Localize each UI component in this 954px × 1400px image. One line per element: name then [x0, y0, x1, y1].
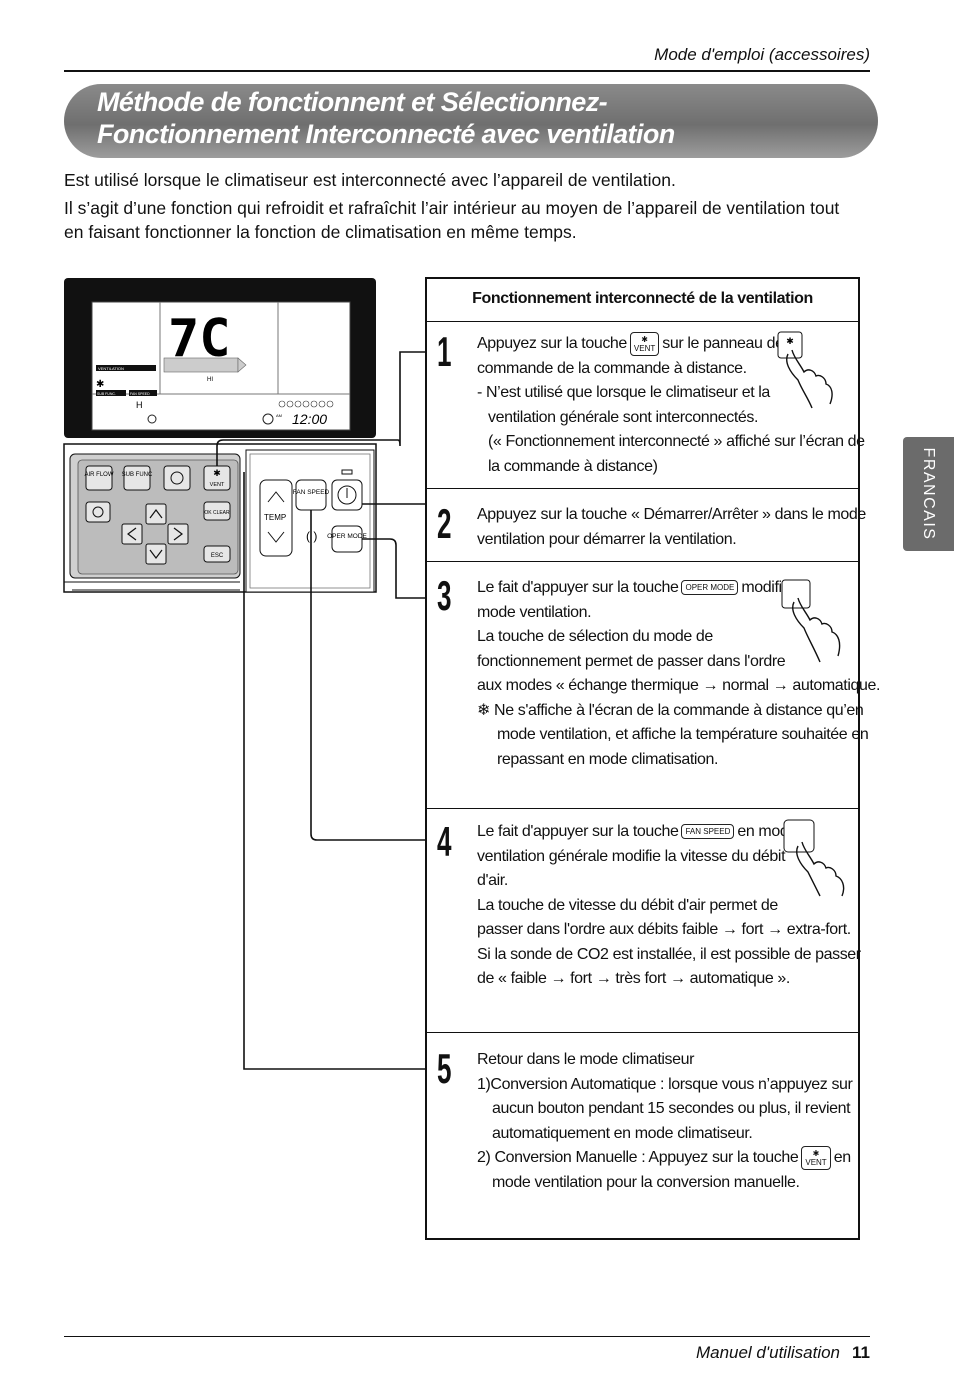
step-separator [427, 488, 858, 489]
page-title-line2: Fonctionnement Interconnecté avec ventil… [97, 119, 675, 149]
page-title: Méthode de fonctionnent et Sélectionnez-… [97, 86, 675, 150]
btn-air-flow-label: AIR FLOW [84, 472, 113, 478]
step-line: 2) Conversion Manuelle : Appuyez sur la … [477, 1146, 852, 1171]
svg-text:✱: ✱ [96, 379, 104, 390]
step-line: mode ventilation. [477, 603, 592, 621]
title-banner [64, 84, 878, 158]
steps-table [425, 277, 860, 1240]
page-number: 11 [852, 1343, 870, 1362]
btn-esc-label: ESC [211, 553, 224, 559]
btn-temp-label: TEMP [264, 513, 286, 522]
step-line: Appuyez sur la touche « Démarrer/Arrêter… [477, 506, 866, 523]
running-title: Mode d'emploi (accessoires) [654, 45, 870, 64]
btn-vent-label: VENT [210, 482, 225, 488]
fan-speed-button-icon: FAN SPEED [681, 824, 735, 840]
step-line: mode ventilation, et affiche la températ… [497, 726, 869, 743]
pressing-hand-icon [783, 819, 845, 897]
step-line: automatiquement en mode climatiseur. [492, 1124, 753, 1142]
step-line: aux modes « échange thermique → normal →… [477, 677, 881, 694]
step-line: aucun bouton pendant 15 secondes ou plus… [492, 1100, 851, 1117]
btn-fan-speed-label: FAN SPEED [293, 489, 330, 496]
step-number: 4 [437, 818, 452, 865]
display-h: H [136, 400, 143, 410]
header-rule [64, 70, 870, 72]
display-hi: HI [207, 377, 213, 383]
footer-rule [64, 1336, 870, 1337]
remote-controller-illustration: 7C HI VENTILATION ✱ SUB FUNC. FAN SPEED … [63, 278, 426, 1070]
footer: Manuel d'utilisation 11 [696, 1343, 870, 1363]
step-separator [427, 808, 858, 809]
step-line: d'air. [477, 872, 508, 889]
step-line: ❄ Ne s'affiche à l'écran de la commande … [477, 701, 864, 719]
language-tab: FRANCAIS [903, 437, 954, 551]
step-line: mode ventilation pour la conversion manu… [492, 1173, 800, 1191]
display-sub-func: SUB FUNC. [97, 392, 116, 396]
step-line: de « faible → fort → très fort → automat… [477, 970, 790, 987]
display-fan-speed: FAN SPEED [130, 392, 150, 396]
step-line: Retour dans le mode climatiseur [477, 1051, 695, 1068]
step-number: 3 [437, 572, 452, 619]
display-am: AM [276, 413, 282, 418]
step-line: repassant en mode climatisation. [497, 750, 719, 768]
step-line: (« Fonctionnement interconnecté » affich… [488, 433, 865, 451]
pressing-hand-icon [781, 579, 841, 663]
btn-sub-func-label: SUB FUNC [122, 472, 153, 478]
step-5-text: Retour dans le mode climatiseur 1)Conver… [477, 1048, 853, 1195]
step-number: 2 [437, 500, 452, 547]
step-2-text: Appuyez sur la touche « Démarrer/Arrêter… [477, 503, 866, 552]
step-separator [427, 1032, 858, 1033]
step-line: 1)Conversion Automatique : lorsque vous … [477, 1075, 853, 1093]
step-line: passer dans l'ordre aux débits faible → … [477, 921, 851, 938]
btn-ok-clear-label: OK CLEAR [204, 510, 230, 516]
language-tab-label: FRANCAIS [920, 447, 937, 541]
vent-button-icon: ✱VENT [629, 332, 660, 356]
step-line: La touche de vitesse du débit d'air perm… [477, 896, 778, 914]
intro-paragraph-2b: en faisant fonctionner la fonction de cl… [64, 222, 577, 242]
step-line: ventilation générale sont interconnectés… [488, 408, 759, 426]
btn-oper-mode-label: OPER MODE [327, 533, 367, 540]
svg-text:✱: ✱ [213, 468, 221, 478]
oper-mode-button-icon: OPER MODE [681, 580, 739, 596]
step-line: ventilation générale modifie la vitesse … [477, 847, 786, 865]
pressing-hand-icon: ✱ [777, 331, 833, 409]
svg-text:✱: ✱ [786, 336, 794, 346]
step-line: la commande à distance) [488, 457, 658, 475]
step-line: ventilation pour démarrer la ventilation… [477, 530, 737, 548]
footer-title: Manuel d'utilisation [695, 1343, 841, 1362]
step-number: 1 [437, 328, 452, 375]
display-clock: 12:00 [292, 411, 327, 427]
step-separator [427, 561, 858, 562]
page-title-line1: Méthode de fonctionnent et Sélectionnez- [97, 87, 608, 117]
display-ventilation: VENTILATION [98, 366, 124, 371]
step-line: - N’est utilisé que lorsque le climatise… [477, 384, 770, 402]
step-line: Si la sonde de CO2 est installée, il est… [477, 945, 861, 963]
step-number: 5 [437, 1045, 452, 1092]
step-line: La touche de sélection du mode de [477, 628, 713, 645]
step-line: fonctionnement permet de passer dans l'o… [477, 652, 786, 670]
steps-table-title: Fonctionnement interconnecté de la venti… [427, 279, 858, 322]
vent-button-icon: ✱VENT [801, 1146, 831, 1170]
intro-paragraph-1: Est utilisé lorsque le climatiseur est i… [64, 170, 676, 190]
step-line: commande de la commande à distance. [477, 359, 747, 377]
intro-paragraph-2a: Il s’agit d’une fonction qui refroidit e… [64, 198, 840, 218]
